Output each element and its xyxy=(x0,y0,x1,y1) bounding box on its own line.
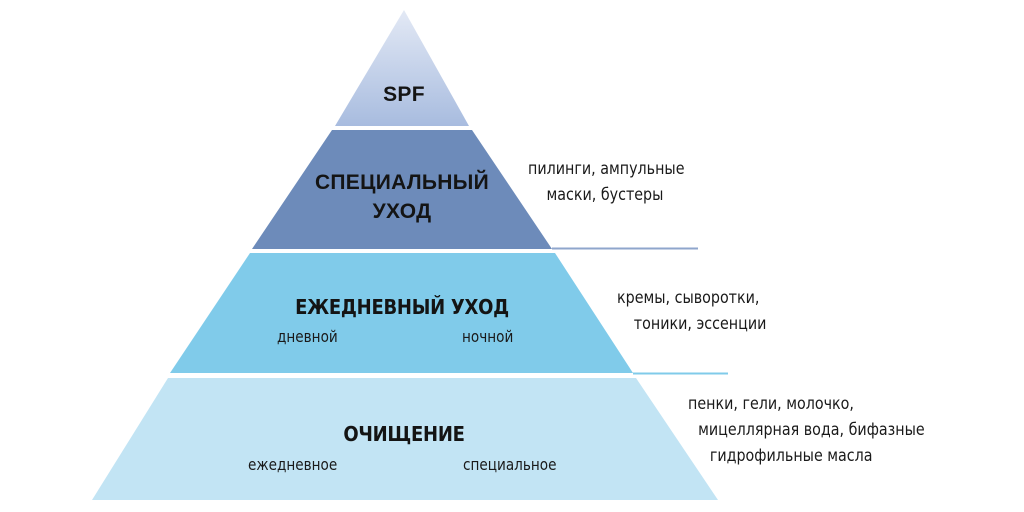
tier-special-care-title-line2: УХОД xyxy=(372,200,432,223)
side-note-line: маски, бустеры xyxy=(546,185,664,205)
tier-cleansing-sub-special: специальное xyxy=(463,455,557,474)
tier-daily-care-title: ЕЖЕДНЕВНЫЙ УХОД xyxy=(295,295,509,319)
tier-special-care-title-line1: СПЕЦИАЛЬНЫЙ xyxy=(314,171,490,194)
side-note-line: кремы, сыворотки, xyxy=(617,288,760,308)
side-note-cleansing: пенки, гели, молочко, мицеллярная вода, … xyxy=(688,391,925,469)
tier-spf-shape xyxy=(335,10,469,126)
side-note-line: гидрофильные масла xyxy=(709,446,873,466)
tier-daily-care-sub-night: ночной xyxy=(462,327,514,346)
tier-special-care-shape xyxy=(252,130,552,249)
tier-cleansing-title: ОЧИЩЕНИЕ xyxy=(343,422,465,446)
side-note-daily-care: кремы, сыворотки, тоники, эссенции xyxy=(617,285,766,337)
tier-daily-care-shape xyxy=(170,253,633,373)
side-note-line: пилинги, ампульные xyxy=(528,159,685,179)
tier-spf-title: SPF xyxy=(383,83,425,106)
side-note-line: пенки, гели, молочко, xyxy=(688,394,854,414)
side-note-special-care: пилинги, ампульные маски, бустеры xyxy=(528,156,684,208)
tier-cleansing-sub-daily: ежедневное xyxy=(248,455,338,474)
tier-daily-care-sub-day: дневной xyxy=(277,327,338,346)
side-note-line: мицеллярная вода, бифазные xyxy=(698,420,925,440)
tier-cleansing-shape xyxy=(92,378,718,500)
side-note-line: тоники, эссенции xyxy=(633,314,767,334)
